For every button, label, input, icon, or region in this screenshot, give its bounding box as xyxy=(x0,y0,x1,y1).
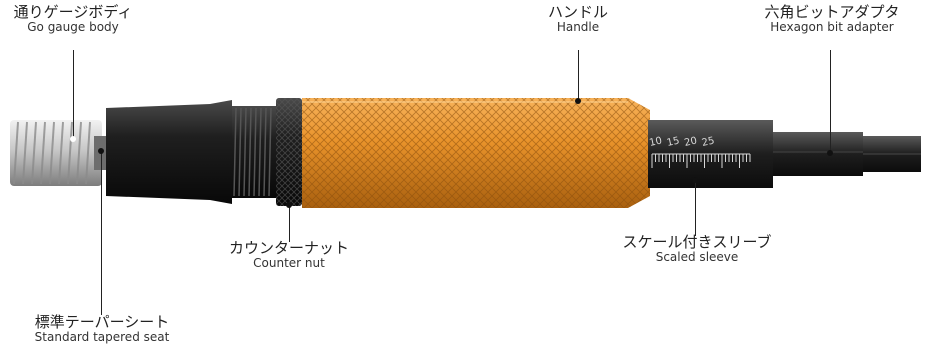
thread-groove xyxy=(49,121,55,185)
neck-thread-groove xyxy=(268,107,272,197)
scale-tick-label: 10 xyxy=(648,136,663,149)
neck-thread-groove xyxy=(258,107,262,197)
neck-thread-groove xyxy=(253,107,257,197)
gauge-body-part xyxy=(106,100,232,204)
go-gauge-thread xyxy=(10,120,102,186)
label-hex-adapter-jp: 六角ビットアダプタ xyxy=(764,3,900,21)
scale-tick-label: 15 xyxy=(666,136,681,149)
dot-hex-adapter xyxy=(827,150,833,156)
dot-tapered-seat xyxy=(98,148,104,154)
label-tapered-seat-en: Standard tapered seat xyxy=(34,330,170,345)
leader-scaled-sleeve xyxy=(695,180,696,236)
neck-thread-groove xyxy=(233,107,237,197)
label-scaled-sleeve-jp: スケール付きスリーブ xyxy=(622,233,772,251)
thread-groove xyxy=(22,121,28,185)
leader-handle xyxy=(578,50,579,100)
scale-tick-label: 25 xyxy=(701,136,716,149)
label-counter-nut: カウンターナット Counter nut xyxy=(214,239,364,271)
hex-bit-adapter-part xyxy=(773,132,921,176)
scale-tick-label: 20 xyxy=(683,136,698,149)
label-handle: ハンドル Handle xyxy=(528,3,628,35)
label-counter-nut-jp: カウンターナット xyxy=(228,239,349,257)
label-scaled-sleeve-en: Scaled sleeve xyxy=(655,250,739,265)
neck-thread-groove xyxy=(238,107,242,197)
label-tapered-seat-jp: 標準テーパーシート xyxy=(34,313,170,331)
neck-thread-groove xyxy=(243,107,247,197)
thread-groove xyxy=(85,121,91,185)
dot-scaled-sleeve xyxy=(692,177,698,183)
neck-thread-groove xyxy=(263,107,267,197)
dot-handle xyxy=(575,98,581,104)
thread-groove xyxy=(31,121,37,185)
label-tapered-seat: 標準テーパーシート Standard tapered seat xyxy=(22,313,182,345)
label-go-gauge-body-en: Go gauge body xyxy=(27,20,119,35)
label-go-gauge-body: 通りゲージボディ Go gauge body xyxy=(2,3,144,35)
dot-go-gauge-body xyxy=(70,136,76,142)
leader-tapered-seat xyxy=(101,150,102,315)
label-counter-nut-en: Counter nut xyxy=(253,256,325,271)
label-scaled-sleeve: スケール付きスリーブ Scaled sleeve xyxy=(612,233,782,265)
label-hex-adapter-en: Hexagon bit adapter xyxy=(770,20,894,35)
thread-groove xyxy=(13,121,19,185)
label-handle-en: Handle xyxy=(556,20,600,35)
body-thread-neck xyxy=(232,106,276,198)
handle-part xyxy=(302,98,650,208)
dot-counter-nut xyxy=(286,202,292,208)
thread-groove xyxy=(76,121,82,185)
leader-counter-nut xyxy=(289,206,290,242)
counter-nut-part xyxy=(276,98,302,206)
leader-hex-adapter xyxy=(830,50,831,152)
leader-go-gauge-body xyxy=(73,50,74,138)
thread-groove xyxy=(58,121,64,185)
label-hex-adapter: 六角ビットアダプタ Hexagon bit adapter xyxy=(752,3,912,35)
thread-groove xyxy=(67,121,73,185)
label-go-gauge-body-jp: 通りゲージボディ xyxy=(13,3,133,21)
thread-groove xyxy=(40,121,46,185)
label-handle-jp: ハンドル xyxy=(547,3,608,21)
neck-thread-groove xyxy=(248,107,252,197)
